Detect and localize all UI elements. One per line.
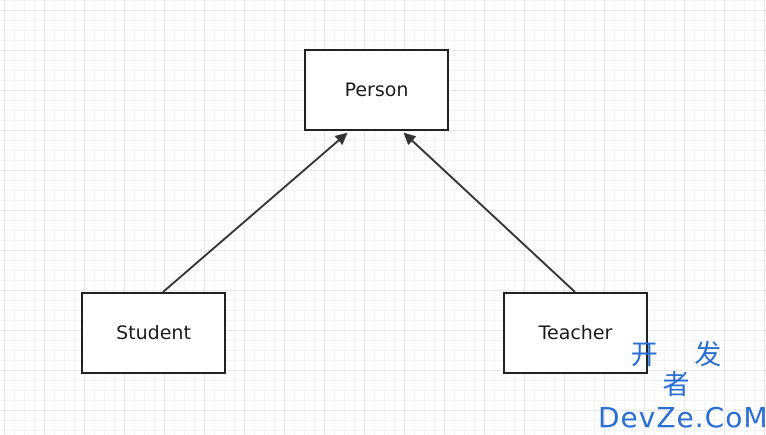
watermark-en-text: DevZe.CoM: [598, 401, 766, 434]
diagram-canvas: [162, 132, 576, 293]
node-person[interactable]: Person: [304, 49, 449, 131]
watermark-cn-text: 开 发 者: [630, 340, 736, 401]
node-student-label: Student: [116, 322, 191, 344]
node-teacher[interactable]: Teacher: [503, 292, 648, 374]
edge-student-to-person: [162, 132, 348, 293]
watermark-logo: 开 发 者 DevZe.CoM: [598, 340, 766, 435]
node-person-label: Person: [344, 79, 409, 101]
edge-teacher-to-person: [403, 132, 576, 293]
node-teacher-label: Teacher: [538, 322, 613, 344]
node-student[interactable]: Student: [81, 292, 226, 374]
